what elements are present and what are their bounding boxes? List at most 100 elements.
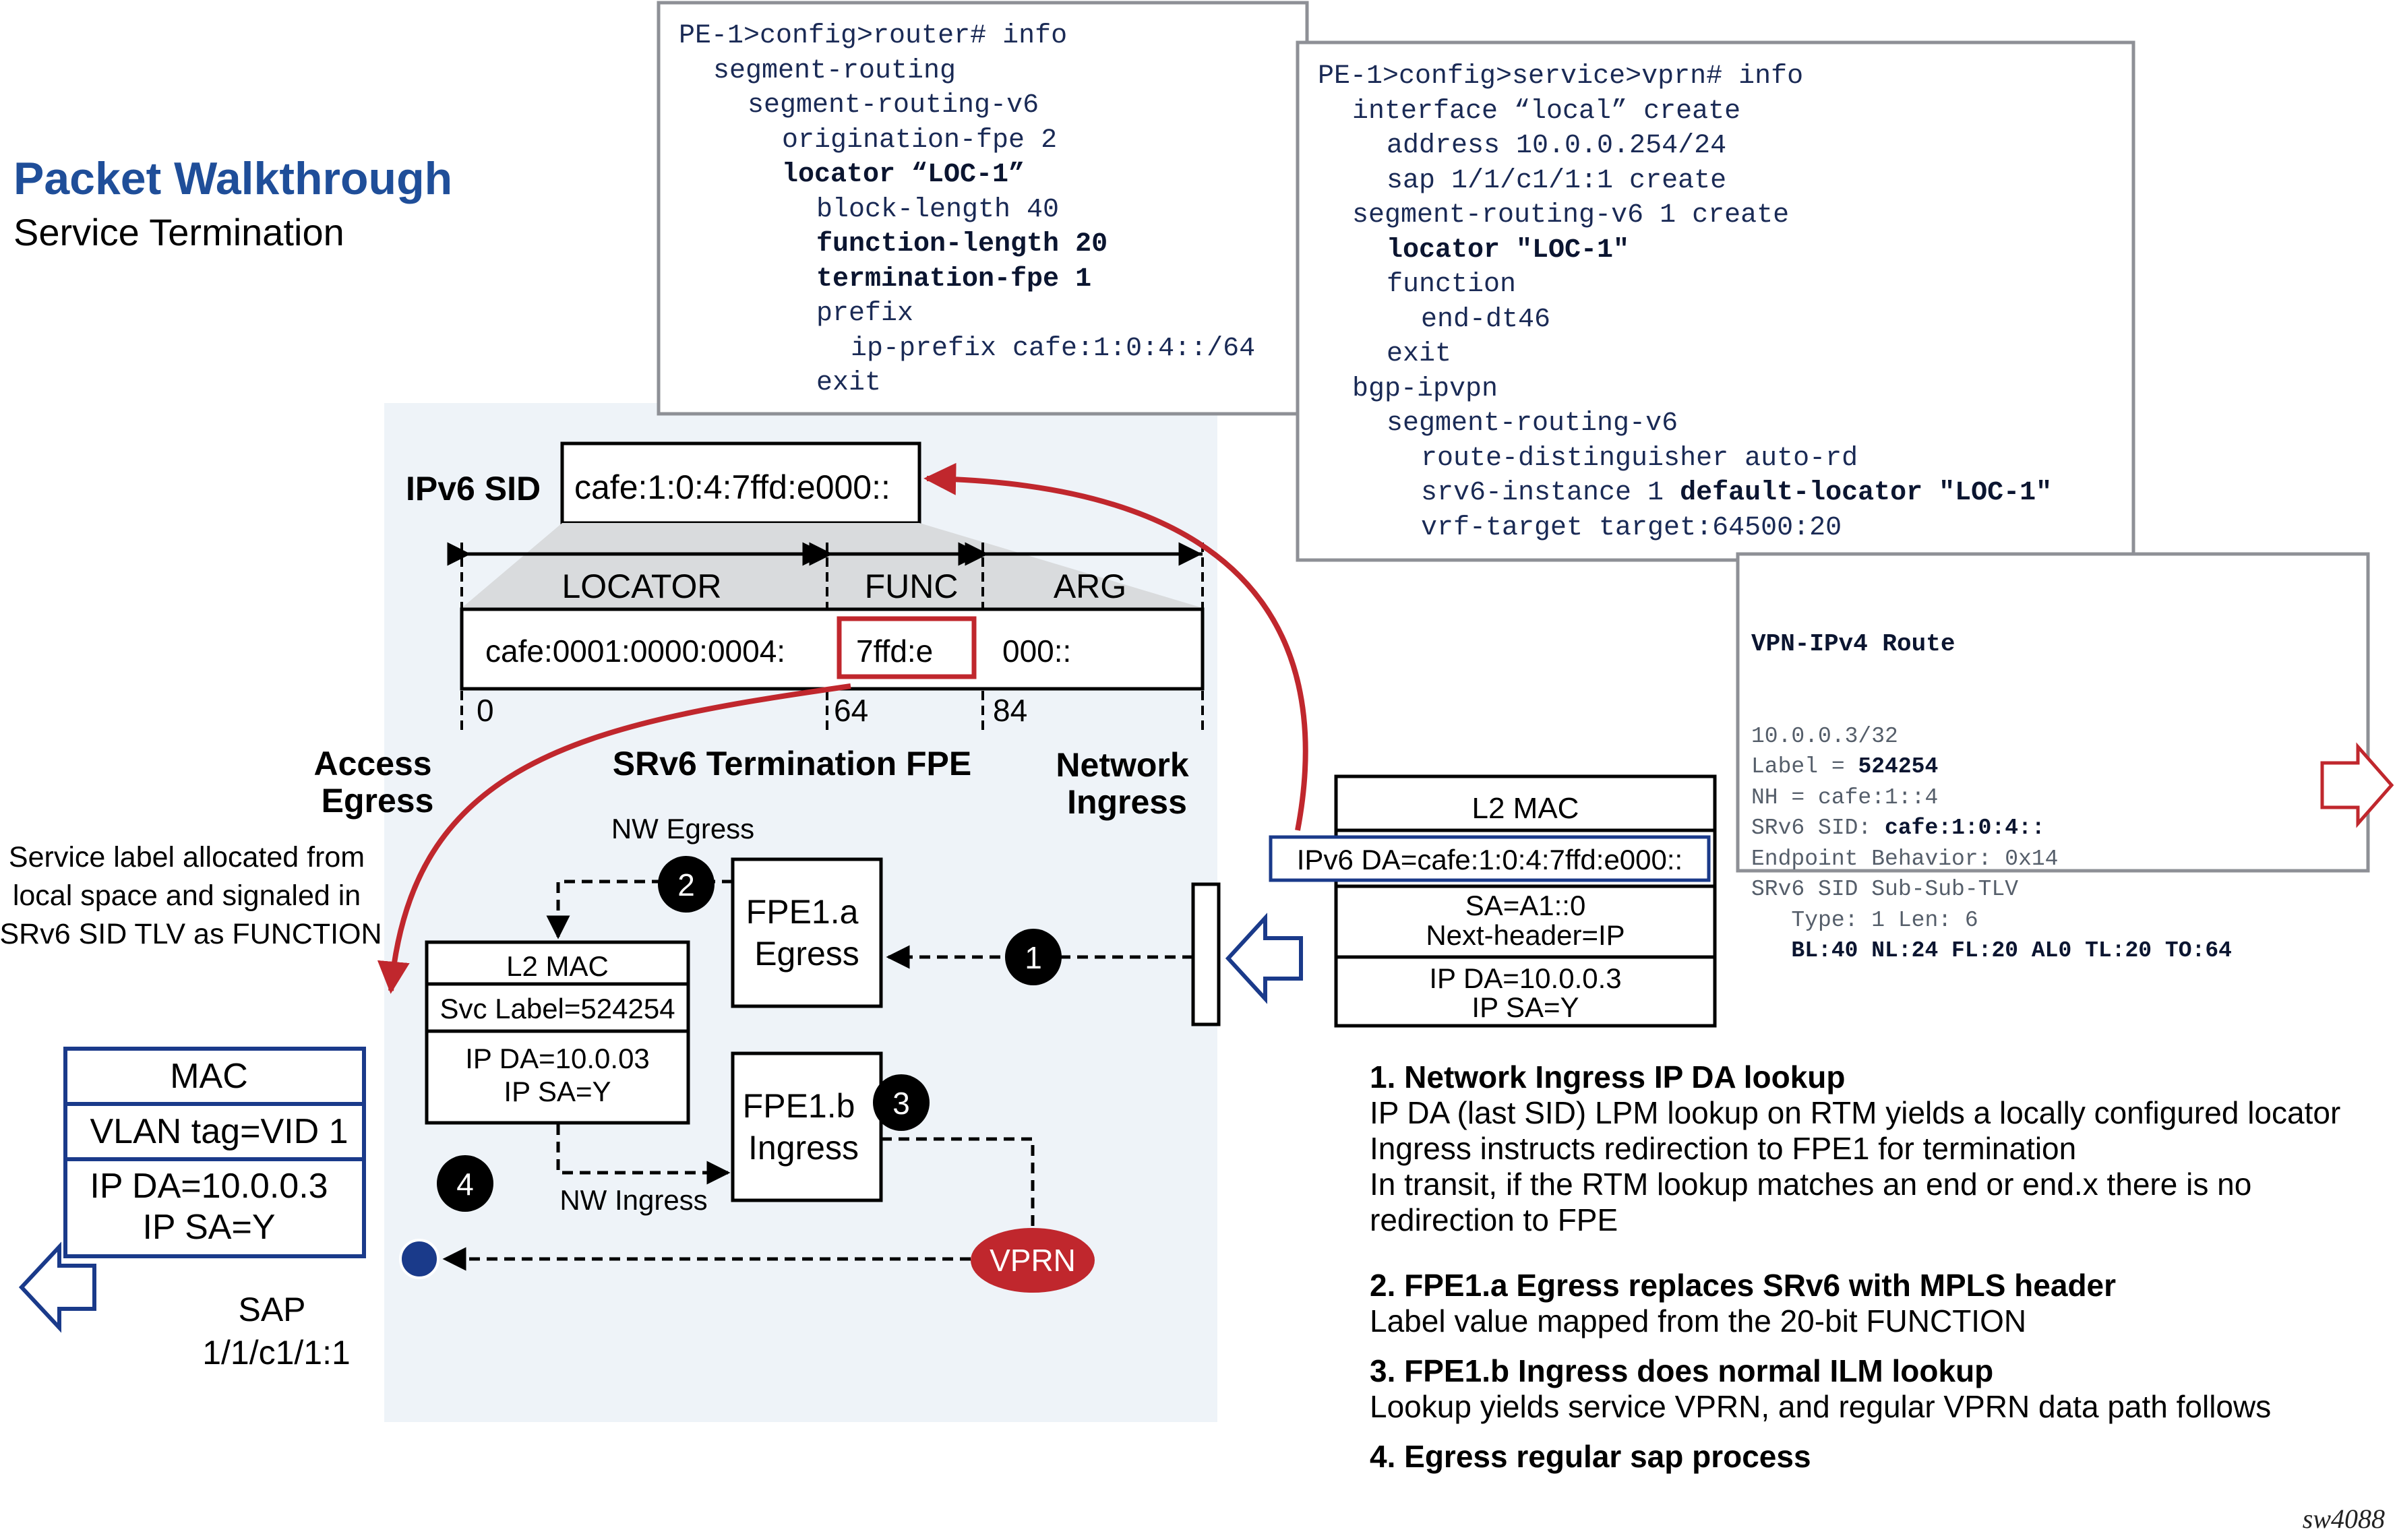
outgoing-arrow [18,1241,96,1333]
vprn_config-line: segment-routing-v6 [1387,408,1678,439]
step-heading: 4. Egress regular sap process [1370,1439,1811,1474]
router_config-line: ip-prefix cafe:1:0:4::/64 [851,333,1256,364]
vprn_config-line: vrf-target target:64500:20 [1421,512,1842,543]
page-title: Packet Walkthrough [13,153,453,204]
field-arg: ARG [1054,567,1126,605]
func-highlight [837,616,977,679]
sap-ip-da: IP DA=10.0.0.3 [90,1167,328,1206]
value-arg: 000:: [1002,634,1071,669]
mpls-ip-sa: IP SA=Y [504,1076,611,1107]
step-detail: IP DA (last SID) LPM lookup on RTM yield… [1370,1095,2341,1130]
incoming-arrow [1225,913,1303,1004]
router_config-line: PE-1>config>router# info [679,21,1068,51]
router_config-line: segment-routing-v6 [748,90,1039,121]
router_config-line: segment-routing [713,55,957,86]
step-detail: Label value mapped from the 20-bit FUNCT… [1370,1303,2027,1338]
marker-2 [658,856,715,913]
field-func: FUNC [865,567,959,605]
step-detail: Lookup yields service VPRN, and regular … [1370,1389,2272,1424]
zone-access-egress: Access Egress [313,745,441,820]
incoming-da-highlight [1269,835,1711,882]
field-locator: LOCATOR [562,567,721,605]
router_config-line: function-length 20 [816,229,1108,259]
vpn-route-line: Label = 524254 [1751,754,1939,779]
vpn-route-line: 10.0.0.3/32 [1751,723,1898,749]
marker-4-text: 4 [456,1167,474,1202]
value-locator: cafe:0001:0000:0004: [485,634,785,669]
router_config-line: block-length 40 [816,194,1060,225]
vpn-route-line: NH = cafe:1::4 [1751,784,1939,810]
fpe-a-label: FPE1.a Egress [746,893,868,973]
marker-3-text: 3 [892,1086,910,1121]
incoming-sa: SA=A1::0 [1465,890,1586,921]
nw-egress-label: NW Egress [611,813,754,844]
router-config-box [657,1,1309,416]
vprn_config-line: locator "LOC-1" [1387,235,1630,266]
marker-3 [873,1074,930,1131]
marker-1-text: 1 [1025,940,1042,975]
marker-1 [1005,929,1062,985]
router_config-line: locator “LOC-1” [782,160,1025,190]
incoming-next-header: Next-header=IP [1426,919,1625,951]
vprn_config-line: function [1387,270,1517,300]
vpn-route-line: SRv6 SID: cafe:1:0:4:: [1751,815,2045,840]
router_config-line: prefix [816,299,914,329]
sap-ip-sa: IP SA=Y [142,1208,275,1247]
vpn-route-line: Type: 1 Len: 6 [1751,907,1978,933]
vprn_config-line: bgp-ipvpn [1352,373,1498,404]
offset-84: 84 [993,693,1027,728]
offset-0: 0 [477,693,494,728]
vprn_config-line: end-dt46 [1421,304,1551,335]
step-heading: 1. Network Ingress IP DA lookup [1370,1059,1846,1095]
incoming-ipv6-da: IPv6 DA=cafe:1:0:4:7ffd:e000:: [1297,844,1682,875]
vprn_config-line: route-distinguisher auto-rd [1421,443,1858,474]
sid-label: IPv6 SID [406,470,541,507]
vpn-route-line: SRv6 SID Sub-Sub-TLV [1751,877,2019,902]
sap-packet [63,1047,366,1258]
step-detail: Ingress instructs redirection to FPE1 fo… [1370,1131,2077,1166]
sap-mac: MAC [170,1057,248,1096]
incoming-ip-da: IP DA=10.0.0.3 [1429,962,1621,994]
vprn-label: VPRN [990,1243,1076,1278]
offset-64: 64 [834,693,868,728]
step-detail: redirection to FPE [1370,1202,1618,1237]
flow-fpe-b-to-vprn [881,1137,1045,1266]
network-port [1191,882,1221,1026]
vpn-route-box [1736,552,2370,873]
sid-value: cafe:1:0:4:7ffd:e000:: [574,468,890,506]
router-config-text: PE-1>config>router# info segment-routing s… [679,19,1255,401]
vprn_config-line: sap 1/1/c1/1:1 create [1387,165,1727,196]
mpls-svc-label: Svc Label=524254 [439,993,675,1024]
sap-endpoint [399,1239,439,1279]
zone-network-ingress: Network Ingress [1056,746,1198,821]
sap-id-label: SAP 1/1/c1/1:1 [202,1291,351,1372]
vpn-route-line: Endpoint Behavior: 0x14 [1751,846,2059,871]
service-label-note: Service label allocated from local space… [0,841,382,950]
vpn-route-title: VPN-IPv4 Route [1751,630,1955,658]
mpls-ip-da: IP DA=10.0.03 [465,1043,650,1074]
vpn-route-line: BL:40 NL:24 FL:20 AL0 TL:20 TO:64 [1791,938,2232,963]
incoming-packet [1334,774,1717,1028]
vprn_config-line: exit [1387,339,1452,369]
fpe-b-ingress [731,1051,883,1202]
flow-mpls-to-fpe-b [556,1124,731,1185]
zone-termination: SRv6 Termination FPE [613,745,972,782]
route-advertise-arrow [2320,742,2394,828]
incoming-l2-mac: L2 MAC [1472,792,1579,825]
vprn-node [971,1228,1095,1293]
marker-2-text: 2 [677,867,695,902]
step-detail: In transit, if the RTM lookup matches an… [1370,1167,2252,1202]
router_config-line: origination-fpe 2 [782,125,1058,156]
vprn_config-line: interface “local” create [1352,96,1741,127]
vprn-config-text: PE-1>config>service>vprn# info interface … [1318,59,2052,545]
vprn_config-line: PE-1>config>service>vprn# info [1318,61,1804,92]
router_config-line: exit [816,368,882,398]
nw-ingress-label: NW Ingress [559,1184,707,1216]
value-func: 7ffd:e [856,634,933,669]
incoming-ip-sa: IP SA=Y [1471,991,1579,1023]
fpe-b-label: FPE1.b Ingress [743,1087,865,1167]
vprn_config-line: segment-routing-v6 1 create [1352,200,1790,230]
page-subtitle: Service Termination [13,211,344,253]
